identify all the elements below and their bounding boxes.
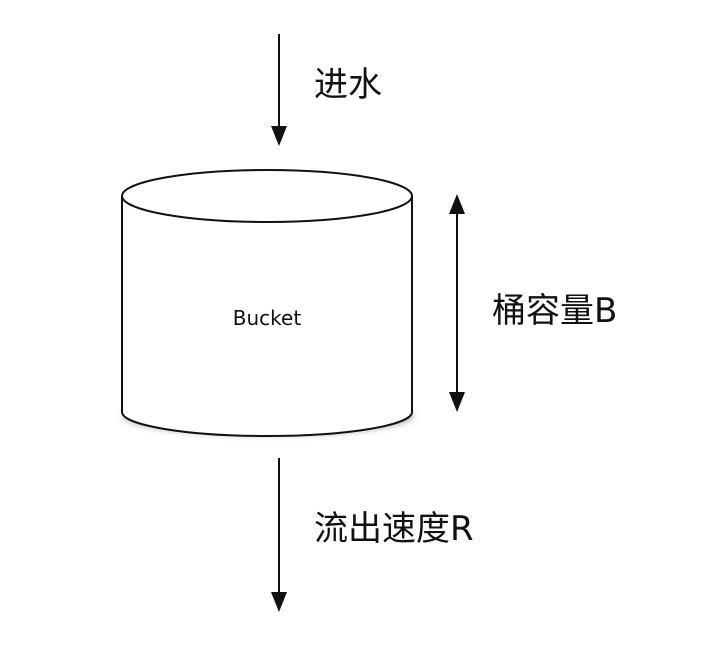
capacity-arrow [449,194,465,412]
bucket [121,169,414,437]
inflow-label: 进水 [314,65,382,105]
inflow-arrow [271,34,287,146]
outflow-label: 流出速度R [314,509,474,549]
outflow-arrow [271,458,287,612]
capacity-label: 桶容量B [492,291,617,331]
bucket-label: Bucket [233,306,302,330]
